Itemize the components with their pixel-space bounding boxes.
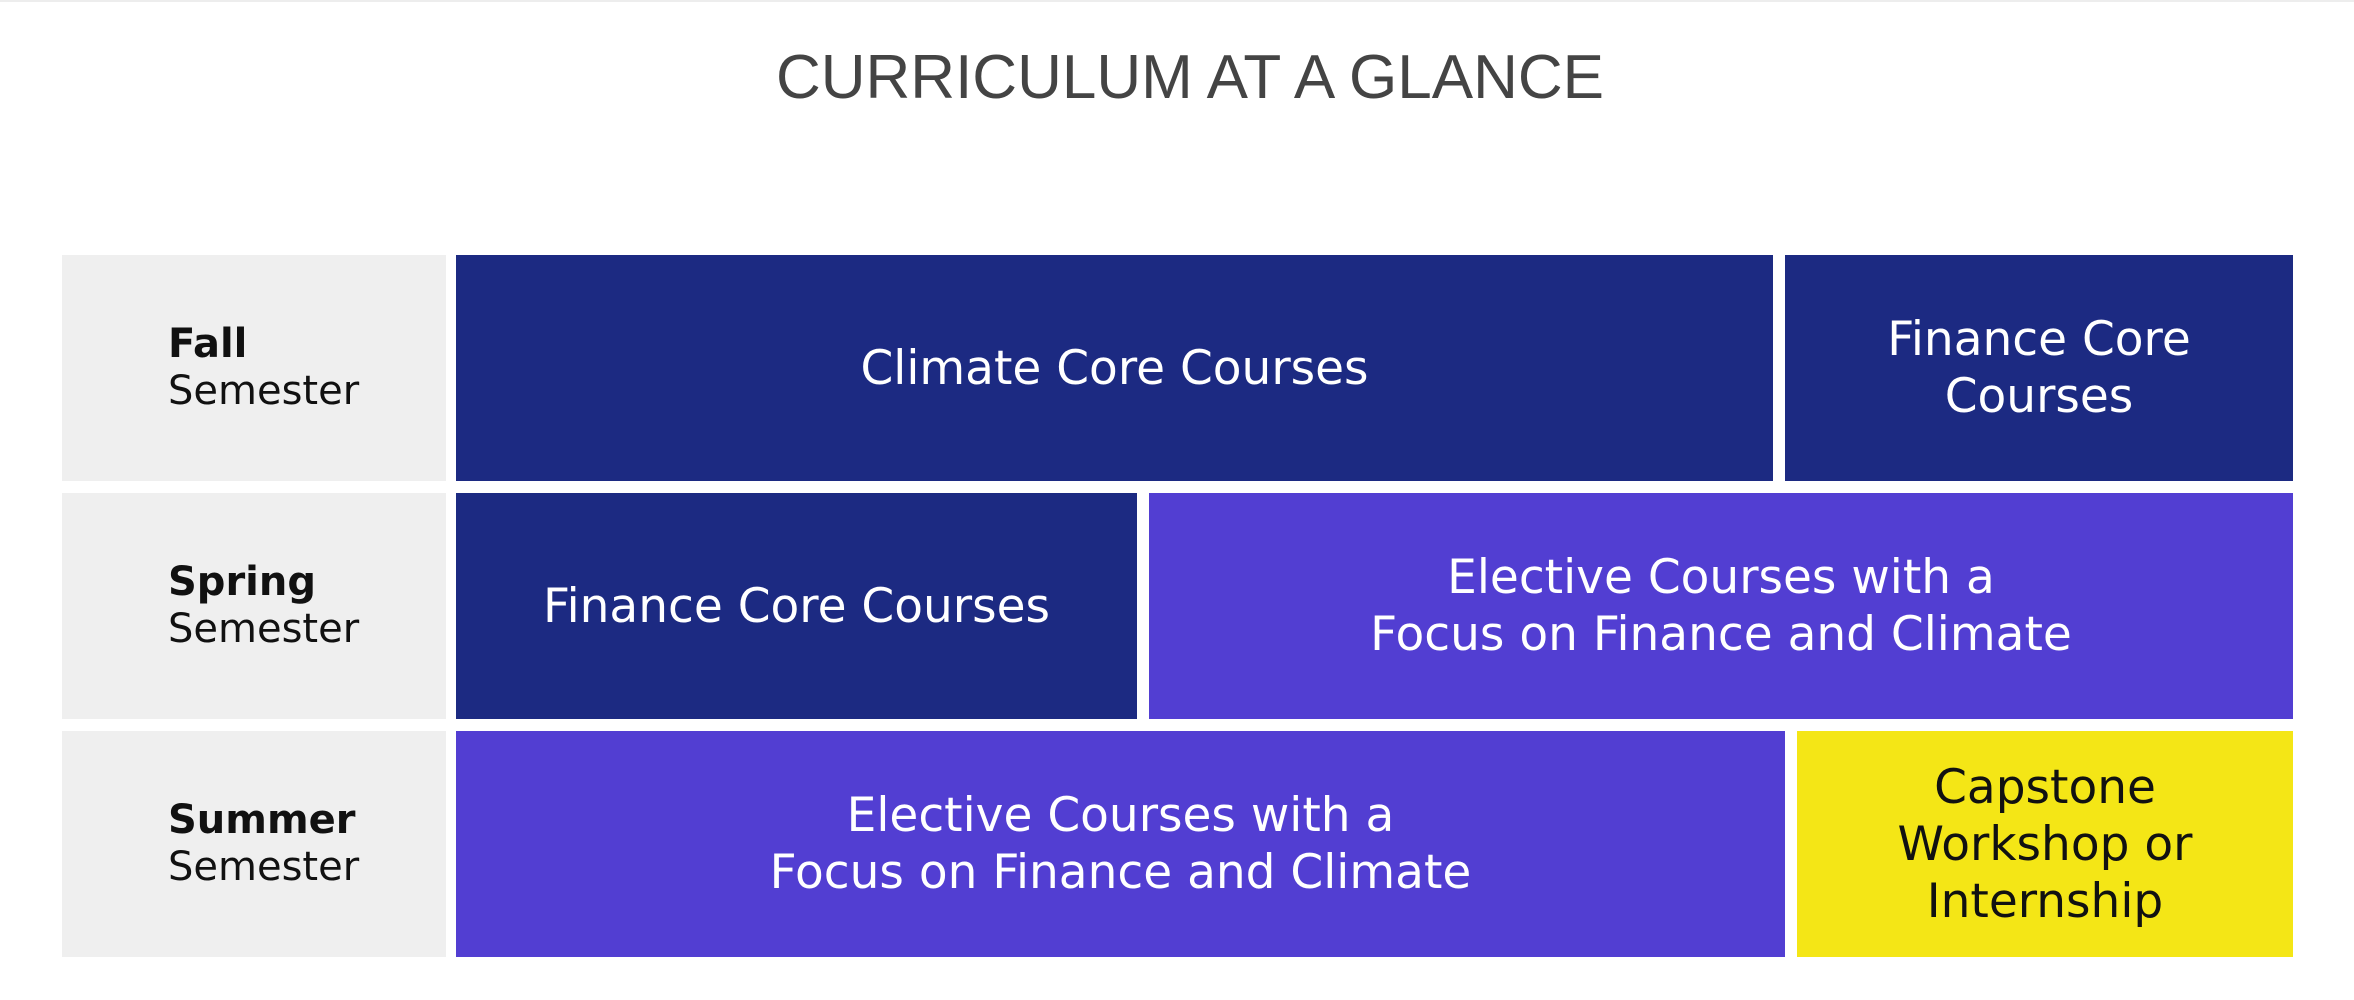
- block-line: Courses: [1944, 369, 2134, 424]
- term-suffix: Semester: [168, 606, 360, 652]
- block-finance-core-courses: Finance Core Courses: [456, 493, 1137, 719]
- block-line: Focus on Finance and Climate: [1370, 607, 2072, 662]
- block-line: Capstone: [1934, 759, 2156, 815]
- block-line: Focus on Finance and Climate: [769, 845, 1472, 900]
- block-climate-core-courses: Climate Core Courses: [456, 255, 1773, 481]
- term-name: Spring: [168, 559, 316, 605]
- block-finance-core-courses: Finance Core Courses: [1785, 255, 2293, 481]
- block-line: Climate Core Courses: [860, 340, 1369, 396]
- block-capstone-workshop-or-internship: Capstone Workshop or Internship: [1797, 731, 2293, 957]
- block-line: Workshop or: [1897, 816, 2193, 872]
- term-suffix: Semester: [168, 368, 360, 414]
- term-name: Fall: [168, 321, 248, 367]
- row-label-spring: Spring Semester: [62, 493, 446, 719]
- block-line: Internship: [1926, 873, 2164, 929]
- block-line: Elective Courses with a: [846, 788, 1395, 843]
- block-line: Elective Courses with a: [1447, 550, 1995, 605]
- page-title: CURRICULUM AT A GLANCE: [775, 43, 1604, 112]
- block-line: Finance Core: [1887, 312, 2191, 367]
- block-elective-courses: Elective Courses with a Focus on Finance…: [456, 731, 1785, 957]
- top-divider: [0, 0, 2354, 2]
- row-label-summer: Summer Semester: [62, 731, 446, 957]
- block-line: Finance Core Courses: [542, 578, 1051, 634]
- term-name: Summer: [168, 797, 356, 843]
- block-elective-courses: Elective Courses with a Focus on Finance…: [1149, 493, 2293, 719]
- row-label-fall: Fall Semester: [62, 255, 446, 481]
- term-suffix: Semester: [168, 844, 360, 890]
